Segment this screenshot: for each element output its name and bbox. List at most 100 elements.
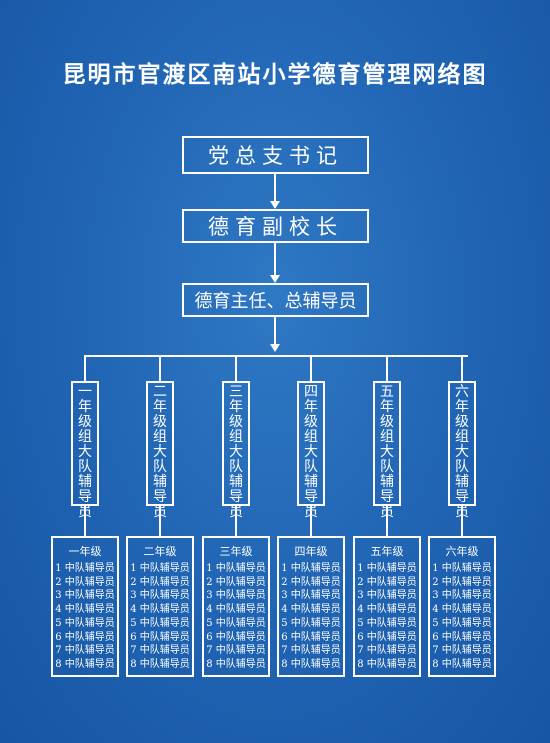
connector-line — [159, 355, 161, 381]
squadron-counselor-item: 7 中队辅导员 — [55, 645, 115, 657]
grade-counselor-char: 年 — [229, 399, 243, 415]
secretary-box: 党总支书记 — [182, 136, 369, 174]
secretary-label: 党总支书记 — [208, 144, 343, 168]
connector-line — [386, 506, 388, 536]
squadron-counselor-item: 5 中队辅导员 — [206, 617, 266, 629]
squadron-counselor-item: 1 中队辅导员 — [206, 563, 266, 574]
connector-line — [274, 317, 276, 344]
grade-counselor-char: 导 — [304, 489, 318, 505]
squadron-title: 三年级 — [219, 545, 253, 558]
grade-counselor-char: 队 — [229, 459, 243, 475]
arrow-down-icon — [270, 275, 280, 283]
grade-counselor-char: 级 — [78, 414, 92, 430]
squadron-counselor-item: 2 中队辅导员 — [281, 576, 341, 588]
grade-counselor-char: 辅 — [380, 474, 394, 490]
connector-line — [461, 506, 463, 536]
squadron-title: 六年级 — [445, 545, 479, 558]
squadron-counselor-item: 1 中队辅导员 — [357, 563, 417, 574]
grade-counselor-char: 大 — [380, 444, 394, 460]
grade-counselor-char: 导 — [229, 489, 243, 505]
page-title: 昆明市官渡区南站小学德育管理网络图 — [62, 62, 488, 88]
connector-line — [274, 174, 276, 202]
director-label: 德育主任、总辅导员 — [194, 291, 357, 312]
grade-counselor-char: 队 — [153, 459, 167, 475]
grade-counselor-char: 三 — [229, 384, 243, 400]
grade-counselor-char: 组 — [455, 429, 469, 445]
squadron-counselor-item: 4 中队辅导员 — [281, 604, 341, 616]
grade-counselor-char: 年 — [153, 399, 167, 415]
squadron-counselor-item: 6 中队辅导员 — [432, 631, 492, 643]
grade-counselor-char: 大 — [229, 444, 243, 460]
squadron-counselor-item: 7 中队辅导员 — [357, 645, 417, 657]
grade-counselor-char: 组 — [304, 429, 318, 445]
arrow-down-icon — [270, 201, 280, 209]
grade-counselor-char: 年 — [78, 399, 92, 415]
squadron-counselor-item: 1 中队辅导员 — [130, 563, 190, 574]
grade-counselor-char: 队 — [380, 459, 394, 475]
connector-line — [235, 506, 237, 536]
squadron-counselor-item: 2 中队辅导员 — [432, 576, 492, 588]
grade-counselor-char: 组 — [78, 429, 92, 445]
squadron-counselor-item: 7 中队辅导员 — [206, 645, 266, 657]
squadron-counselor-item: 3 中队辅导员 — [206, 590, 266, 602]
squadron-counselor-item: 7 中队辅导员 — [281, 645, 341, 657]
grade-counselor-box: 五年级组大队辅导员 — [373, 381, 401, 520]
squadron-counselor-item: 8 中队辅导员 — [281, 658, 341, 670]
grade-counselor-char: 队 — [455, 459, 469, 475]
grade-counselor-char: 导 — [455, 489, 469, 505]
squadron-counselor-item: 4 中队辅导员 — [432, 604, 492, 616]
grade-counselor-char: 导 — [78, 489, 92, 505]
grade-counselor-char: 年 — [304, 399, 318, 415]
grade-counselor-char: 导 — [153, 489, 167, 505]
grade-counselor-char: 大 — [304, 444, 318, 460]
grade-counselor-char: 一 — [78, 384, 92, 400]
branch-line — [85, 355, 468, 357]
vice-principal-label: 德育副校长 — [208, 215, 343, 239]
squadron-counselor-item: 4 中队辅导员 — [206, 604, 266, 616]
squadron-counselor-item: 6 中队辅导员 — [357, 631, 417, 643]
grade-counselor-box: 三年级组大队辅导员 — [222, 381, 250, 520]
connector-line — [386, 355, 388, 381]
squadron-title: 四年级 — [294, 545, 328, 558]
grade-counselor-char: 辅 — [229, 474, 243, 490]
grade-counselor-box: 二年级组大队辅导员 — [146, 381, 174, 520]
squadron-counselor-item: 3 中队辅导员 — [432, 590, 492, 602]
squadron-counselor-item: 1 中队辅导员 — [281, 563, 341, 574]
squadron-counselor-item: 7 中队辅导员 — [432, 645, 492, 657]
squadron-counselor-item: 4 中队辅导员 — [55, 604, 115, 616]
connector-line — [84, 506, 86, 536]
squadron-counselor-item: 5 中队辅导员 — [357, 617, 417, 629]
grade-counselor-char: 年 — [455, 399, 469, 415]
grade-counselor-char: 组 — [153, 429, 167, 445]
squadron-counselor-item: 5 中队辅导员 — [55, 617, 115, 629]
squadron-counselor-item: 2 中队辅导员 — [55, 576, 115, 588]
grade-counselor-char: 五 — [380, 384, 394, 400]
grade-counselor-char: 辅 — [455, 474, 469, 490]
grade-counselor-char: 组 — [380, 429, 394, 445]
grade-counselor-char: 辅 — [78, 474, 92, 490]
vice-principal-box: 德育副校长 — [182, 209, 369, 243]
grade-counselor-char: 大 — [153, 444, 167, 460]
grade-counselor-char: 级 — [153, 414, 167, 430]
grade-counselor-char: 级 — [380, 414, 394, 430]
grade-counselor-char: 级 — [455, 414, 469, 430]
squadron-counselor-item: 6 中队辅导员 — [206, 631, 266, 643]
squadron-counselor-item: 5 中队辅导员 — [130, 617, 190, 629]
squadron-title: 五年级 — [370, 545, 404, 558]
grade-counselor-char: 大 — [78, 444, 92, 460]
connector-line — [274, 243, 276, 276]
grade-counselor-char: 辅 — [304, 474, 318, 490]
squadron-counselor-item: 4 中队辅导员 — [130, 604, 190, 616]
squadron-counselor-item: 3 中队辅导员 — [55, 590, 115, 602]
grade-counselor-char: 级 — [229, 414, 243, 430]
grade-counselor-box: 六年级组大队辅导员 — [448, 381, 476, 520]
squadron-counselor-item: 7 中队辅导员 — [130, 645, 190, 657]
grade-counselor-char: 六 — [455, 384, 469, 400]
connector-line — [235, 355, 237, 381]
squadron-counselor-item: 6 中队辅导员 — [281, 631, 341, 643]
